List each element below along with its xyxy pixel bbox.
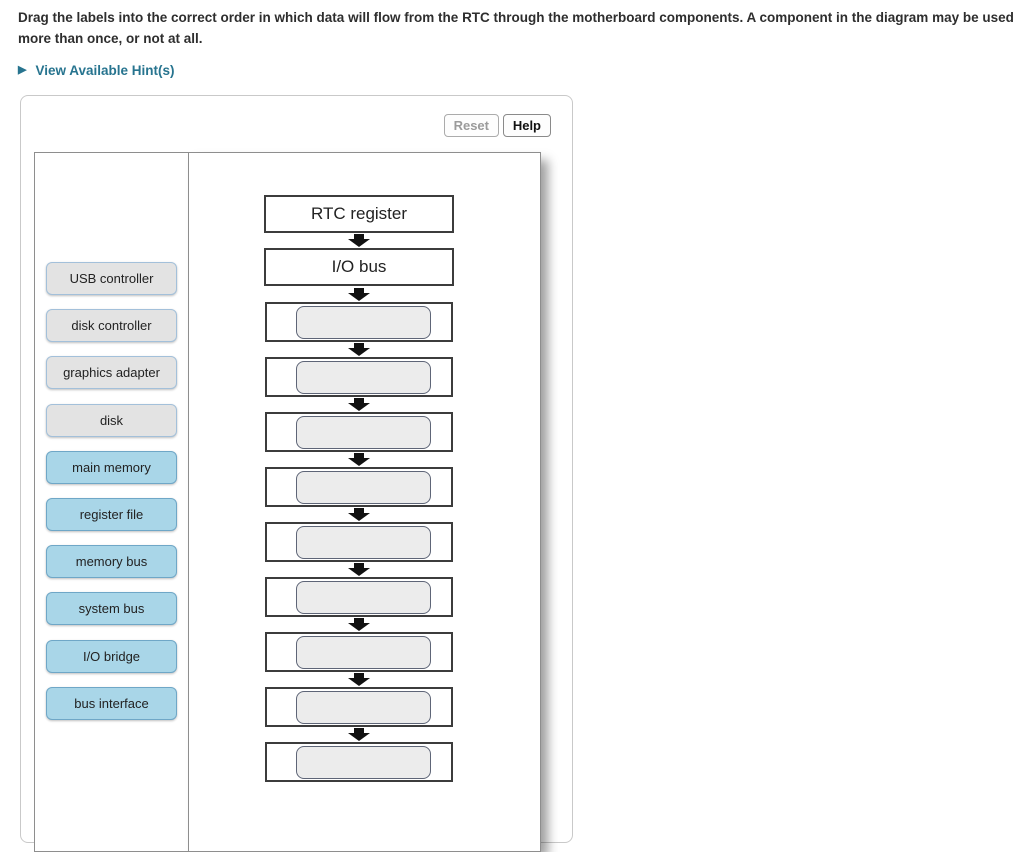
drop-slot-2[interactable]: [265, 357, 453, 397]
flow-node-i-o-bus: I/O bus: [264, 248, 454, 286]
drag-label-usb-controller[interactable]: USB controller: [46, 262, 177, 295]
drop-slot-4[interactable]: [265, 467, 453, 507]
view-hints-link[interactable]: ▶ View Available Hint(s): [18, 63, 175, 78]
down-arrow-icon: [347, 728, 371, 741]
flow-node-rtc-register: RTC register: [264, 195, 454, 233]
drag-label-graphics-adapter[interactable]: graphics adapter: [46, 356, 177, 389]
drop-slot-well: [296, 306, 431, 339]
drop-slot-well: [296, 636, 431, 669]
down-arrow-icon: [347, 508, 371, 521]
drop-slot-well: [296, 361, 431, 394]
drag-label-system-bus[interactable]: system bus: [46, 592, 177, 625]
down-arrow-icon: [347, 343, 371, 356]
view-hints-label: View Available Hint(s): [35, 63, 175, 78]
drop-slot-well: [296, 416, 431, 449]
drag-label-register-file[interactable]: register file: [46, 498, 177, 531]
drag-label-disk-controller[interactable]: disk controller: [46, 309, 177, 342]
drag-label-memory-bus[interactable]: memory bus: [46, 545, 177, 578]
drop-slot-6[interactable]: [265, 577, 453, 617]
down-arrow-icon: [347, 288, 371, 301]
drop-slot-7[interactable]: [265, 632, 453, 672]
drop-slot-5[interactable]: [265, 522, 453, 562]
labels-tray: USB controller disk controller graphics ad…: [34, 152, 189, 852]
down-arrow-icon: [347, 234, 371, 247]
drop-slot-well: [296, 526, 431, 559]
drop-slot-3[interactable]: [265, 412, 453, 452]
down-arrow-icon: [347, 563, 371, 576]
drop-slot-well: [296, 581, 431, 614]
drag-label-disk[interactable]: disk: [46, 404, 177, 437]
reset-button[interactable]: Reset: [443, 114, 499, 137]
drop-slot-well: [296, 471, 431, 504]
drag-label-bus-interface[interactable]: bus interface: [46, 687, 177, 720]
drop-slot-9[interactable]: [265, 742, 453, 782]
drop-slot-8[interactable]: [265, 687, 453, 727]
instructions-text: Drag the labels into the correct order i…: [18, 10, 1014, 46]
exercise-panel: Reset Help USB controller disk controller…: [20, 95, 573, 852]
down-arrow-icon: [347, 453, 371, 466]
drop-slot-1[interactable]: [265, 302, 453, 342]
down-arrow-icon: [347, 673, 371, 686]
drop-slot-well: [296, 691, 431, 724]
drag-label-main-memory[interactable]: main memory: [46, 451, 177, 484]
down-arrow-icon: [347, 398, 371, 411]
expander-triangle-icon: ▶: [18, 64, 27, 76]
help-button[interactable]: Help: [502, 114, 551, 137]
drop-slot-well: [296, 746, 431, 779]
down-arrow-icon: [347, 618, 371, 631]
drag-label-i-o-bridge[interactable]: I/O bridge: [46, 640, 177, 673]
